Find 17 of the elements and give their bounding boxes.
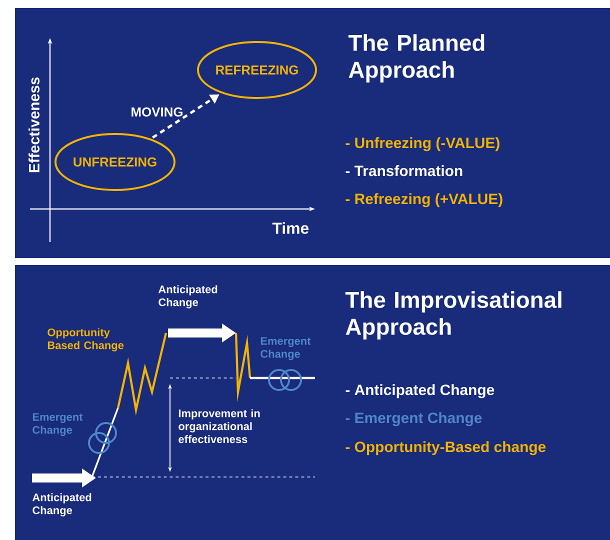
list-item: - Transformation <box>346 165 462 176</box>
change-label: Emergent Change <box>260 337 311 360</box>
change-label: Emergent Change <box>32 413 83 436</box>
list-item: - Refreezing (+VALUE) <box>346 193 502 208</box>
list-item: - Opportunity-Based change <box>346 441 546 456</box>
change-label: Anticipated Change <box>32 493 92 516</box>
heading: The Improvisational Approach <box>345 291 562 340</box>
axis-label: Time <box>272 222 309 234</box>
improvement-label: Improvement in organizational effectiveness <box>178 409 260 444</box>
list-item: - Anticipated Change <box>346 384 494 398</box>
list-item: - Emergent Change <box>346 412 482 426</box>
axis-label: Effectiveness <box>28 77 40 172</box>
change-label: Anticipated Change <box>158 285 218 308</box>
list-item: - Unfreezing (-VALUE) <box>346 137 500 152</box>
edge-label: MOVING <box>132 107 182 117</box>
heading: The Planned Approach <box>348 34 484 82</box>
change-label: Opportunity Based Change <box>48 328 124 352</box>
